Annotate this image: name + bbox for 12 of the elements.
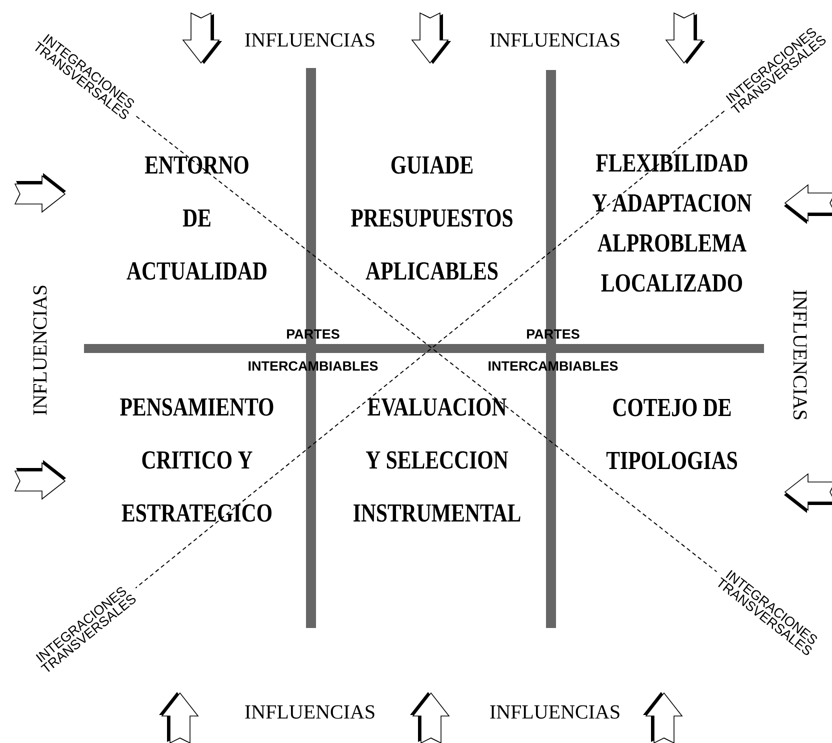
quadrant-label: GUIADE PRESUPUESTOS APLICABLES [351, 156, 512, 280]
quadrant-label: ENTORNO DE ACTUALIDAD [126, 156, 266, 280]
quadrant-label: COTEJO DE TIPOLOGIAS [606, 398, 737, 470]
influence-label: INFLUENCIAS [490, 705, 620, 719]
quadrant-label: FLEXIBILIDAD Y ADAPTACION ALPROBLEMA LOCALIZADO [592, 154, 752, 292]
quadrant-label: EVALUACION Y SELECCION INSTRUMENTAL [354, 398, 520, 522]
influence-label: INFLUENCIAS [33, 286, 47, 415]
influence-label: INFLUENCIAS [490, 33, 620, 47]
influence-label: INFLUENCIAS [245, 33, 374, 47]
influence-label: INFLUENCIAS [245, 705, 374, 719]
quadrant-label: PENSAMIENTO CRITICO Y ESTRATEGICO [120, 398, 274, 522]
influence-label: INFLUENCIAS [793, 290, 807, 420]
